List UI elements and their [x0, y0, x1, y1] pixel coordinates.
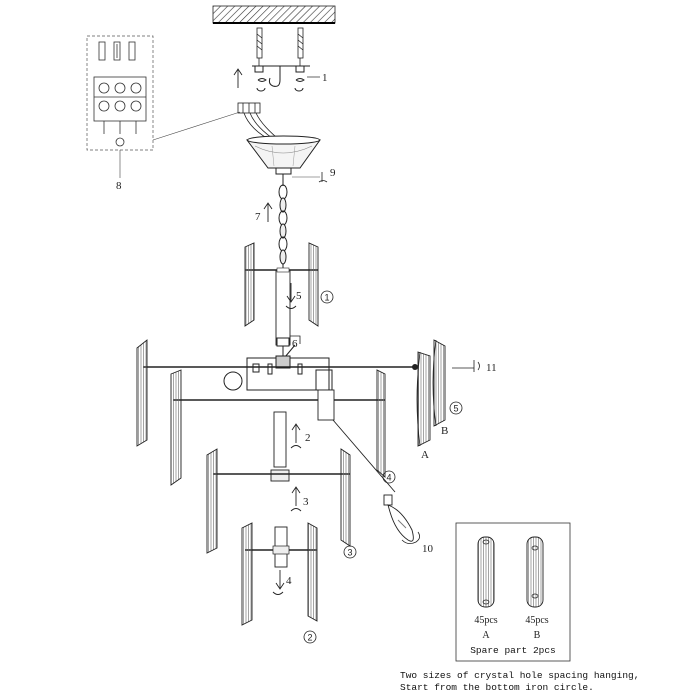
callout-7: 7 [255, 211, 261, 223]
crystal-b-icon [526, 536, 544, 608]
canopy [246, 135, 321, 175]
tier-2-ring [241, 522, 318, 626]
screw-icon [452, 360, 480, 372]
lamp-socket [317, 389, 396, 493]
tier-label-5: 5 [453, 404, 458, 414]
callout-11: 11 [486, 362, 497, 374]
tier-label-2: 2 [307, 633, 312, 643]
screw-icon [289, 335, 301, 344]
spare-parts-box: 45pcs 45pcs A B Spare part 2pcs [455, 522, 571, 662]
main-ring-a [136, 339, 418, 447]
spare-b-qty: 45pcs [525, 615, 548, 626]
up-arrow-icon [233, 68, 243, 88]
tier-3-ring [206, 448, 351, 554]
callout-10: 10 [422, 543, 434, 555]
up-arrow-icon [290, 423, 302, 449]
up-arrow-icon [263, 202, 273, 222]
mounting-bracket-hook [252, 65, 310, 92]
chain [278, 174, 288, 268]
terminal-block-detail [86, 35, 154, 151]
callout-8: 8 [116, 180, 122, 192]
spare-a-label: A [482, 630, 490, 641]
bulb-rotate-icon [401, 531, 420, 544]
ceiling-screws [256, 27, 304, 66]
stem-segment [270, 411, 290, 482]
side-crystal-ring-b [432, 339, 446, 427]
central-hub [223, 337, 333, 391]
candle-bulb [383, 494, 414, 542]
callout-4: 4 [286, 575, 292, 587]
down-arrow-icon [285, 283, 297, 309]
tier-label-1: 1 [324, 293, 329, 303]
assembly-note: Two sizes of crystal hole spacing hangin… [400, 670, 700, 694]
tier-1-ring [244, 242, 319, 346]
note-line-1: Two sizes of crystal hole spacing hangin… [400, 670, 640, 681]
callout-9: 9 [330, 167, 336, 179]
crystal-a-icon [477, 536, 495, 608]
up-arrow-icon [290, 486, 302, 512]
side-crystal-ring-a [416, 351, 431, 447]
callout-2: 2 [305, 432, 311, 444]
tier-label-4: 4 [386, 473, 391, 483]
spare-a-qty: 45pcs [474, 615, 497, 626]
note-line-2: Start from the bottom iron circle. [400, 682, 594, 693]
spare-b-label: B [534, 630, 541, 641]
callout-3: 3 [303, 496, 309, 508]
ring-label-a: A [421, 449, 429, 461]
callout-5: 5 [296, 290, 302, 302]
callout-6: 6 [292, 338, 298, 350]
spare-caption: Spare part 2pcs [470, 645, 556, 656]
ceiling [212, 5, 336, 24]
screw-icon [318, 172, 328, 183]
ring-label-b: B [441, 425, 448, 437]
tier-label-3: 3 [347, 548, 352, 558]
main-ring-b [170, 369, 386, 486]
callout-1: 1 [322, 72, 328, 84]
down-arrow-icon [272, 570, 285, 595]
